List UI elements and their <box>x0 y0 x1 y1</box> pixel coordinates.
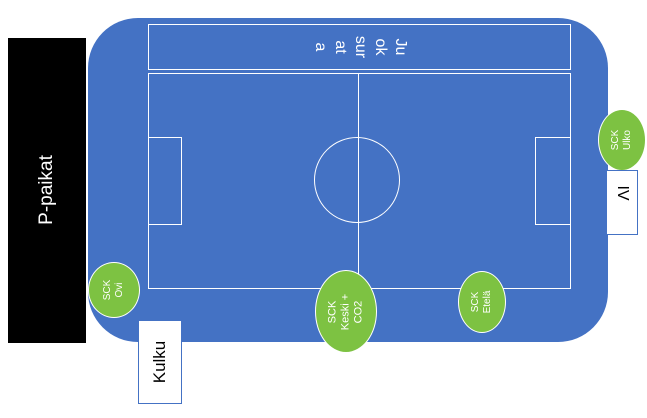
stand-label: Ju ok sur at a <box>312 35 409 59</box>
sensor-ovi <box>88 262 140 318</box>
sensor-keski <box>315 270 377 353</box>
iv-label: IV <box>614 185 631 201</box>
sensor-keski-label: SCK Keski + CO2 <box>326 293 365 331</box>
kulku-box <box>138 320 182 404</box>
parking-area <box>8 38 86 343</box>
sensor-ovi-label: SCK Ovi <box>102 279 125 301</box>
kulku-label: Kulku <box>150 340 169 384</box>
parking-label: P-paikat <box>36 155 57 225</box>
iv-box <box>606 170 638 235</box>
center-circle <box>314 137 400 223</box>
penalty-box-right <box>535 137 571 225</box>
penalty-box-left <box>148 137 182 225</box>
sensor-etela <box>458 271 506 333</box>
sensor-etela-label: SCK Etelä <box>470 290 493 314</box>
stand-area <box>148 24 571 70</box>
sensor-ulko <box>598 109 646 171</box>
sensor-ulko-label: SCK Ulko <box>610 129 633 151</box>
